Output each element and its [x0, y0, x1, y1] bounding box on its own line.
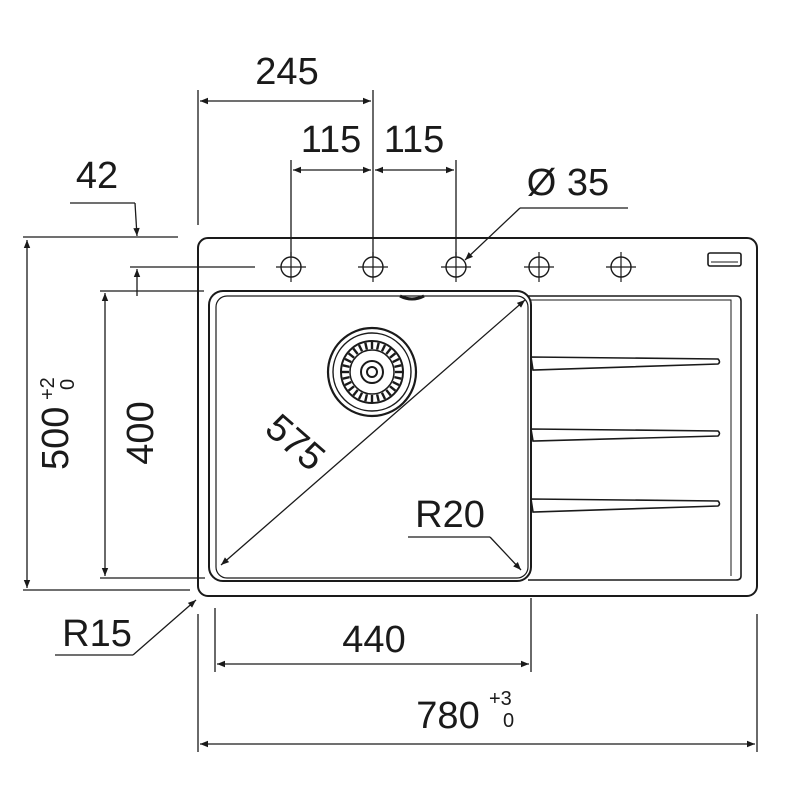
tap-hole-icon — [524, 252, 554, 282]
dim-hole-diameter-label: Ø 35 — [527, 162, 609, 204]
sink-outer-rim — [197, 237, 758, 597]
drainboard-outline — [528, 295, 742, 581]
bowl-inner-outline — [215, 295, 529, 579]
svg-text:+2: +2 — [37, 377, 59, 400]
drain-strainer-icon — [326, 326, 418, 418]
drainboard-groove — [530, 428, 721, 442]
dim-780-label: 780 +3 0 — [416, 688, 514, 737]
drainboard-groove — [530, 356, 721, 371]
drainboard-inner-edge — [531, 299, 732, 576]
sink-outline — [197, 237, 758, 597]
dim-115-left-label: 115 — [301, 119, 362, 161]
tap-hole-icon — [276, 252, 306, 282]
dim-440-label: 440 — [342, 619, 405, 661]
svg-text:+3: +3 — [489, 688, 512, 710]
overflow-slot — [399, 294, 425, 301]
dim-575-label: 575 — [257, 406, 332, 479]
dim-500-label: 500 +2 0 — [35, 377, 79, 470]
svg-text:780: 780 — [416, 695, 479, 737]
svg-text:0: 0 — [503, 710, 514, 732]
dim-400-label: 400 — [120, 401, 162, 464]
tap-hole-icon — [441, 252, 471, 282]
svg-text:500: 500 — [35, 407, 77, 470]
bowl-outline — [208, 290, 532, 582]
dim-r20-label: R20 — [415, 494, 485, 536]
svg-text:0: 0 — [57, 379, 79, 390]
tap-hole-icon — [358, 252, 388, 282]
drainboard-groove — [530, 498, 721, 513]
tap-holes — [276, 252, 636, 282]
tap-hole-icon — [606, 252, 636, 282]
dim-42-label: 42 — [76, 155, 118, 197]
dim-115-right-label: 115 — [384, 119, 445, 161]
dimension-lines — [23, 90, 758, 752]
dim-245-label: 245 — [255, 51, 318, 93]
dim-r15-label: R15 — [62, 613, 132, 655]
dispenser-slot — [707, 252, 742, 267]
